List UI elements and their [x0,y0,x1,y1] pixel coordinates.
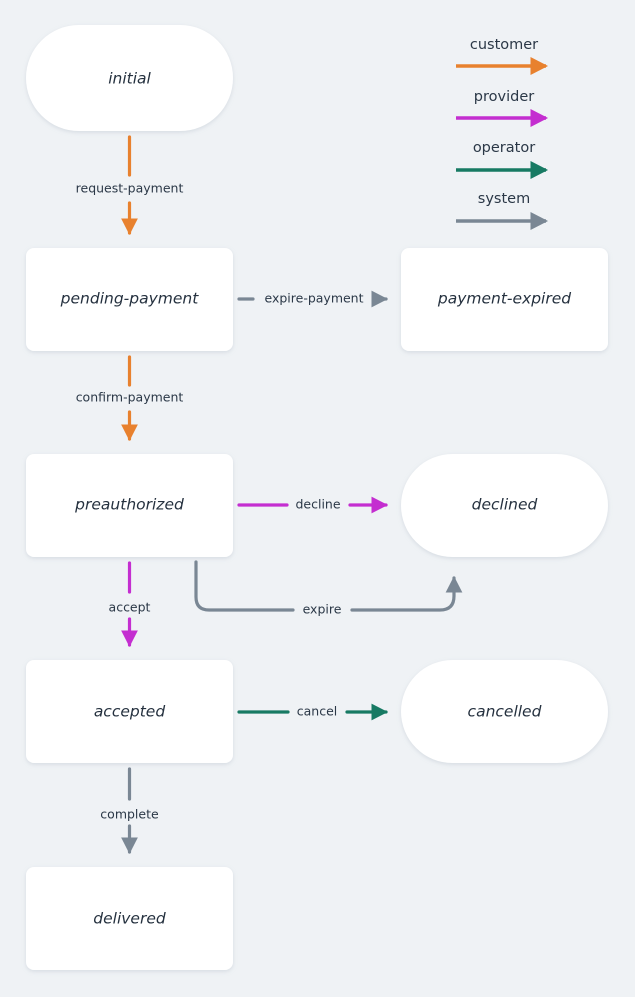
state-node-delivered[interactable]: delivered [26,867,233,970]
state-node-preauthorized-label: preauthorized [74,496,184,514]
state-node-declined-shape [401,454,608,557]
edge-expire-right-segment [350,576,463,612]
transition-confirm-payment: confirm-payment [76,355,184,441]
state-node-cancelled-shape [401,660,608,763]
legend-item-customer: customer [456,37,549,76]
state-node-preauthorized[interactable]: preauthorized [26,454,233,557]
state-node-cancelled[interactable]: cancelled [401,660,608,763]
transition-request-payment: request-payment [76,135,184,235]
state-node-accepted-label: accepted [94,703,166,721]
state-node-delivered-label: delivered [93,910,166,928]
edge-label-request-payment: request-payment [76,181,184,196]
state-node-accepted[interactable]: accepted [26,660,233,763]
legend-item-system: system [456,191,549,231]
transition-decline: decline [237,497,388,514]
legend-item-operator: operator [456,140,549,180]
nodes-layer: initial pending-payment payment-expired … [26,25,608,970]
edge-label-accept: accept [109,600,151,615]
state-node-pending-payment-label: pending-payment [60,290,200,308]
legend-label-provider: provider [474,89,534,105]
state-node-delivered-shape [26,867,233,970]
legend-label-operator: operator [473,140,535,156]
state-node-declined-label: declined [472,496,538,514]
edge-label-decline: decline [295,497,340,512]
state-node-pending-payment[interactable]: pending-payment [26,248,233,351]
edge-label-cancel: cancel [297,704,338,719]
transitions-layer: request-payment expire-payment confirm-p… [76,135,463,854]
legend-item-provider: provider [456,89,549,128]
state-node-initial[interactable]: initial [26,25,233,131]
edge-label-expire: expire [303,602,342,617]
state-node-preauthorized-shape [26,454,233,557]
state-node-payment-expired-shape [401,248,608,351]
state-node-payment-expired[interactable]: payment-expired [401,248,608,351]
legend-label-system: system [478,191,530,207]
edge-label-expire-payment: expire-payment [264,291,363,306]
edge-expire-left-segment [194,560,295,612]
state-node-payment-expired-label: payment-expired [437,290,571,308]
state-node-pending-payment-shape [26,248,233,351]
edge-label-confirm-payment: confirm-payment [76,390,184,405]
transition-expire: expire [194,560,463,617]
legend: customer provider operator system [456,37,549,231]
transition-accept: accept [109,561,151,647]
state-node-initial-shape [26,25,233,131]
state-node-cancelled-label: cancelled [468,703,542,721]
edge-label-complete: complete [100,807,159,822]
legend-label-customer: customer [470,37,538,53]
transition-cancel: cancel [237,704,388,721]
state-node-initial-label: initial [108,70,151,88]
state-node-declined[interactable]: declined [401,454,608,557]
transition-complete: complete [100,767,159,854]
transition-expire-payment: expire-payment [237,291,388,308]
state-node-accepted-shape [26,660,233,763]
